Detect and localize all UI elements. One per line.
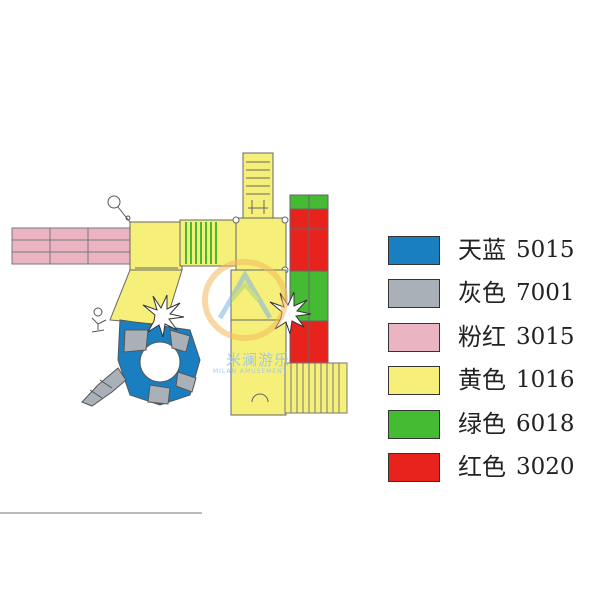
- watermark-logo: [202, 259, 288, 341]
- legend-code: 6018: [516, 410, 575, 437]
- legend-label: 灰色: [458, 279, 506, 308]
- color-swatch-sky-blue: [388, 236, 440, 265]
- palm-tree-icon: [142, 294, 185, 338]
- legend-item: 红色 3020: [388, 451, 593, 494]
- color-swatch-green: [388, 409, 440, 439]
- color-swatch-red: [388, 452, 440, 482]
- legend-item: 绿色 6018: [388, 408, 593, 451]
- legend-code: 5015: [516, 237, 575, 263]
- steering-wheel-icon: [107, 195, 131, 223]
- legend-item: 灰色 7001: [388, 277, 593, 320]
- yellow-platform-left: [129, 221, 183, 271]
- legend-label: 天蓝: [458, 236, 506, 264]
- legend-label: 粉红: [458, 322, 506, 351]
- legend-label: 绿色: [458, 409, 506, 438]
- watermark-text-en: MILAN AMUSEMENT: [213, 368, 288, 375]
- legend-item: 粉红 3015: [388, 321, 593, 364]
- legend-item: 天蓝 5015: [388, 234, 593, 277]
- legend-code: 3020: [516, 453, 575, 480]
- legend-code: 7001: [516, 280, 575, 307]
- legend-code: 3015: [516, 323, 575, 350]
- legend-code: 1016: [516, 367, 575, 394]
- green-tunnel: [179, 219, 239, 267]
- watermark-text-cn: 米澜游乐: [226, 351, 291, 369]
- color-swatch-pink: [388, 322, 440, 352]
- color-swatch-gray: [388, 279, 440, 309]
- color-swatch-yellow: [388, 366, 440, 396]
- color-legend: 天蓝 5015 灰色 7001 粉红 3015 黄色 1016 绿色 6018 …: [388, 234, 593, 494]
- tower-red-green: [289, 194, 329, 364]
- spiral-slide: [81, 319, 201, 407]
- pink-tunnel: [11, 227, 133, 265]
- figure-icon: [91, 307, 107, 333]
- legend-item: 黄色 1016: [388, 364, 593, 407]
- yellow-slatted-deck: [284, 362, 348, 414]
- legend-label: 黄色: [458, 366, 506, 395]
- yellow-ladder-top: [242, 152, 274, 219]
- legend-label: 红色: [458, 452, 506, 481]
